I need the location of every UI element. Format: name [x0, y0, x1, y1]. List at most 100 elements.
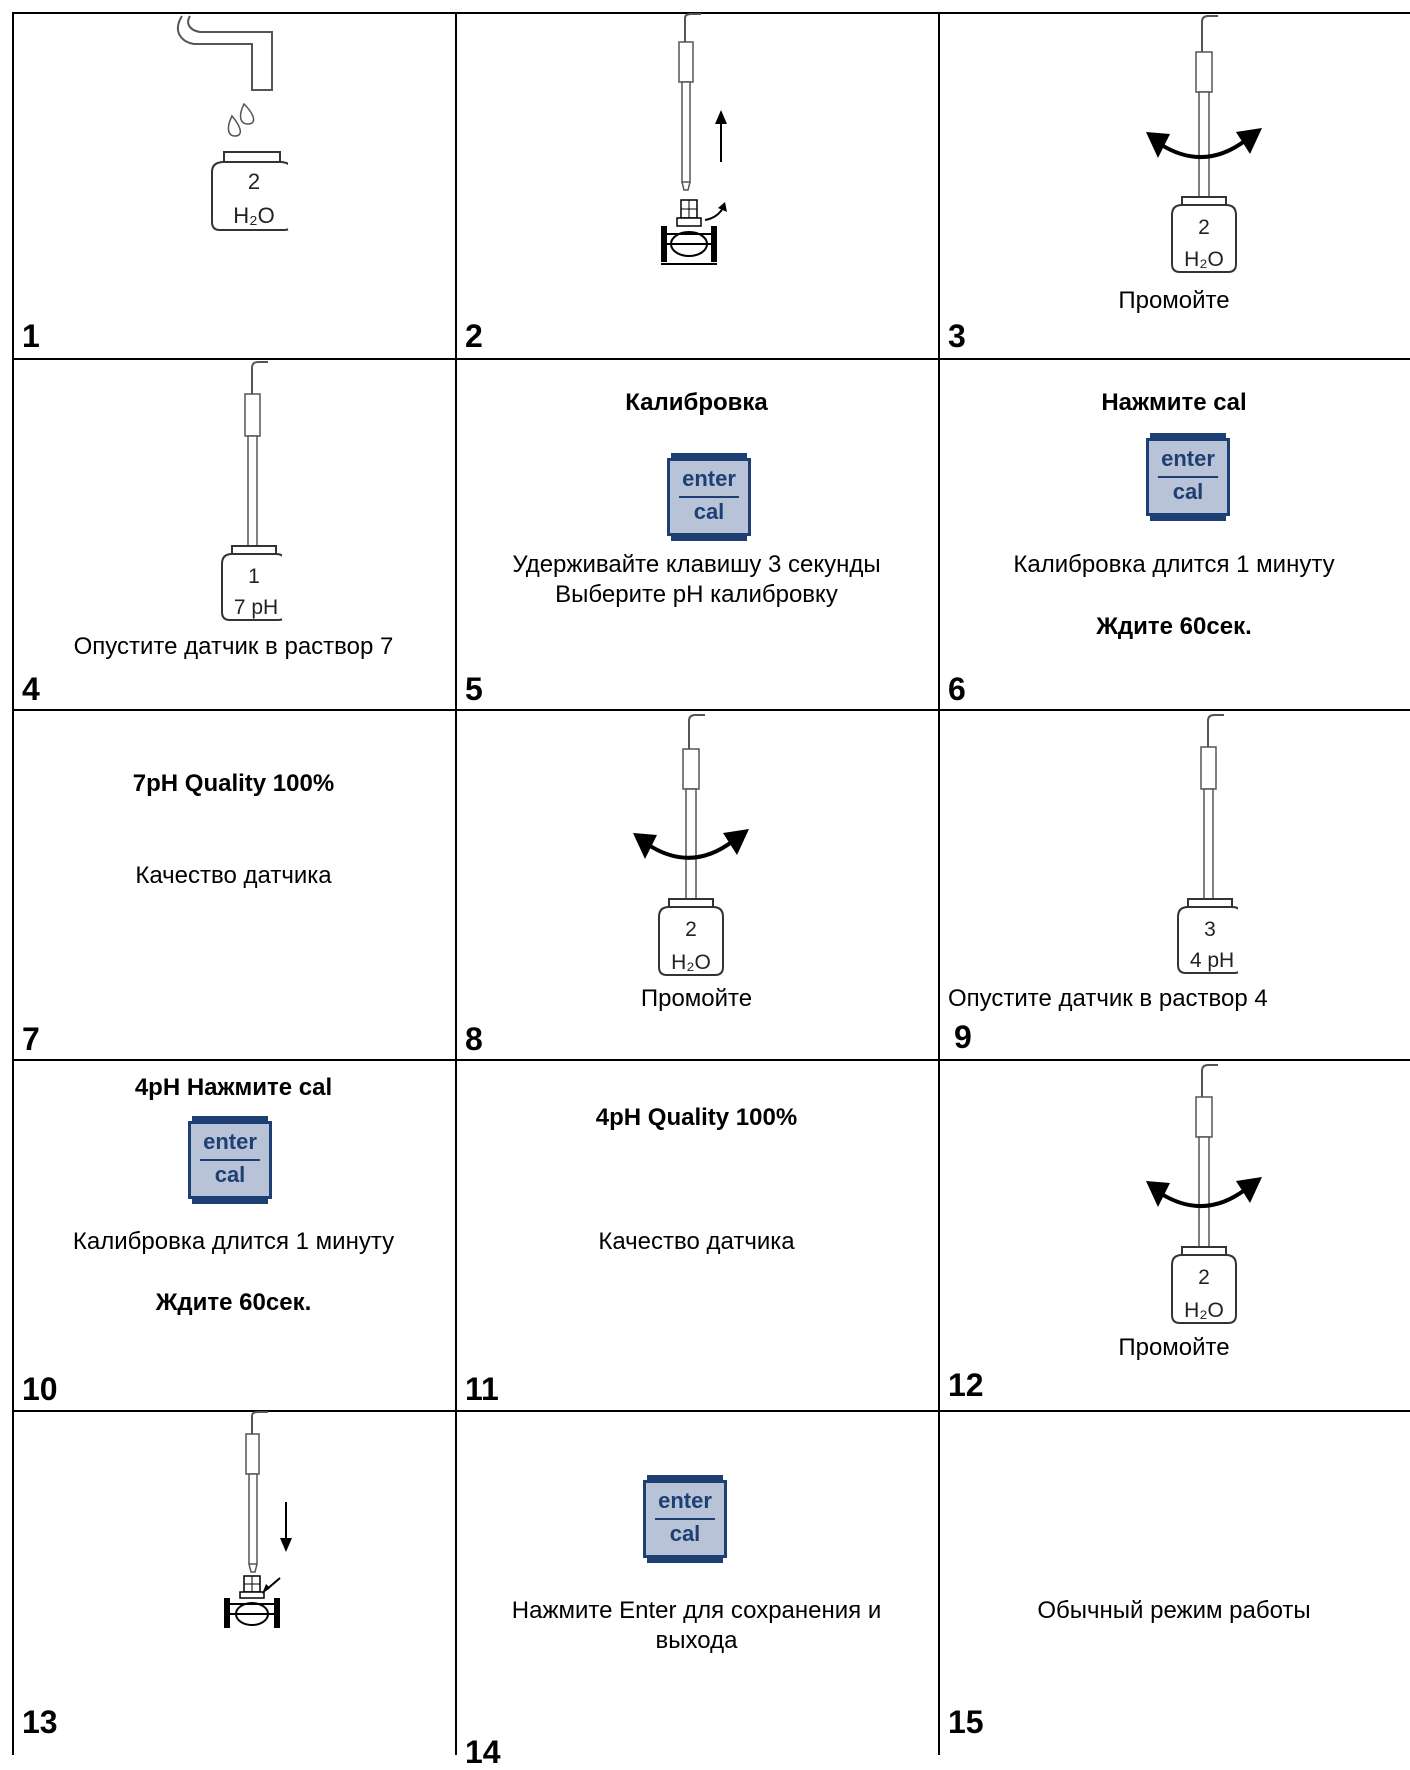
step-caption: Качество датчика	[598, 1228, 795, 1255]
probe-icon: 2 H₂O	[1146, 1064, 1262, 1324]
step-cell-8: 2 H₂O Промойте 8	[455, 709, 938, 1059]
probe-icon	[224, 1411, 292, 1628]
swirl-arrow-icon	[1146, 128, 1262, 159]
step-note: Ждите 60сек.	[155, 1289, 312, 1316]
calibration-steps-table: 2 H₂O 1	[12, 12, 1410, 1768]
step-number: 6	[948, 671, 966, 707]
step-caption-line1: Удерживайте клавишу 3 секунды	[512, 551, 881, 578]
bottle-number: 2	[1198, 216, 1210, 239]
table-border-left	[12, 12, 14, 1755]
step-caption-line2: Выберите pH калибровку	[555, 581, 838, 608]
pipe-clamp-icon	[224, 1575, 281, 1628]
step-number: 14	[465, 1734, 501, 1770]
step-caption: Качество датчика	[135, 862, 332, 889]
enter-cal-key-icon[interactable]: enter cal	[643, 1475, 727, 1563]
bottle-icon: 2 H₂O	[1171, 196, 1237, 273]
step-number: 5	[465, 671, 483, 707]
probe-icon: 1 7 pH	[221, 361, 292, 621]
bottle-icon: 2 H₂O	[658, 898, 724, 976]
key-bottom-label: cal	[693, 499, 725, 524]
table-border-top	[12, 12, 1410, 14]
key-top-label: enter	[682, 466, 736, 491]
step-number: 3	[948, 318, 966, 354]
key-top-label: enter	[658, 1488, 712, 1513]
bottle-icon: 2 H₂O	[1171, 1246, 1237, 1324]
step-number: 13	[22, 1704, 58, 1740]
up-arrow-icon	[715, 110, 727, 162]
probe-icon: 2 H₂O	[1146, 15, 1262, 273]
bottle-label: 7 pH	[234, 596, 278, 619]
step-title: 7pH Quality 100%	[132, 770, 335, 797]
step-title: 4pH Quality 100%	[595, 1104, 798, 1131]
step-number: 11	[465, 1371, 499, 1407]
step-number: 8	[465, 1021, 483, 1057]
key-top-label: enter	[1161, 446, 1215, 471]
swirl-arrow-icon	[633, 829, 749, 860]
column-divider	[938, 12, 940, 1755]
step-caption: Промойте	[1118, 1334, 1230, 1361]
step-number: 7	[22, 1021, 40, 1057]
step-number: 4	[22, 671, 40, 707]
bottle-icon: 3 4 pH	[1177, 898, 1248, 974]
step-cell-10: 4pH Нажмите cal enter cal Калибровка дли…	[12, 1059, 455, 1410]
bottle-number: 2	[248, 169, 260, 194]
step-caption: Опустите датчик в раствор 7	[73, 633, 394, 660]
bottle-icon: 1 7 pH	[221, 545, 292, 621]
bottle-number: 3	[1204, 918, 1216, 941]
step-note: Ждите 60сек.	[1096, 613, 1252, 640]
row-divider	[12, 1059, 1410, 1061]
step-cell-2: 2	[455, 12, 938, 358]
step-caption: Калибровка длится 1 минуту	[72, 1228, 395, 1255]
probe-icon: 3 4 pH	[1177, 714, 1248, 974]
key-top-label: enter	[203, 1129, 257, 1154]
step-cell-13: 13	[12, 1410, 455, 1755]
step-cell-5: Калибровка enter cal Удерживайте клавишу…	[455, 358, 938, 709]
pipe-clamp-icon	[661, 199, 727, 265]
step-caption: Обычный режим работы	[1037, 1597, 1311, 1624]
step-number: 12	[948, 1367, 984, 1403]
step-cell-7: 7pH Quality 100% Качество датчика 7	[12, 709, 455, 1059]
step-number: 2	[465, 318, 483, 354]
step-caption: Промойте	[640, 985, 753, 1012]
row-divider	[12, 1410, 1410, 1412]
bottle-label: H₂O	[233, 203, 275, 228]
row-divider	[12, 709, 1410, 711]
probe-icon: 2 H₂O	[633, 714, 749, 976]
step-number: 9	[954, 1019, 972, 1055]
step-title: Нажмите cal	[1101, 389, 1247, 416]
key-bottom-label: cal	[1172, 479, 1204, 504]
step-caption-line1: Нажмите Enter для сохранения и	[511, 1597, 882, 1624]
step-cell-14: enter cal Нажмите Enter для сохранения и…	[455, 1410, 938, 1768]
water-drop-icon	[239, 102, 255, 125]
enter-cal-key-icon[interactable]: enter cal	[188, 1116, 272, 1204]
bottle-number: 1	[248, 565, 260, 588]
step-number: 1	[22, 318, 40, 354]
enter-cal-key-icon[interactable]: enter cal	[667, 453, 751, 541]
key-bottom-label: cal	[669, 1521, 701, 1546]
water-drop-icon	[227, 114, 241, 137]
bottle-icon: 2 H₂O	[211, 151, 300, 231]
bottle-label: 4 pH	[1190, 949, 1234, 972]
enter-cal-key-icon[interactable]: enter cal	[1146, 433, 1230, 521]
step-cell-12: 2 H₂O Промойте 12	[938, 1059, 1410, 1410]
step-caption: Промойте	[1118, 287, 1230, 314]
step-title: Калибровка	[625, 389, 768, 416]
bottle-label: H₂O	[1184, 248, 1224, 271]
bottle-number: 2	[685, 918, 697, 941]
step-cell-1: 2 H₂O 1	[12, 12, 455, 358]
down-arrow-icon	[280, 1502, 292, 1552]
step-cell-3: 2 H₂O Промойте 3	[938, 12, 1410, 358]
bottle-label: H₂O	[1184, 1299, 1224, 1322]
step-cell-15: Обычный режим работы 15	[938, 1410, 1410, 1755]
step-number: 10	[22, 1371, 58, 1407]
faucet-icon: 2 H₂O	[176, 15, 300, 231]
swirl-arrow-icon	[1146, 1177, 1262, 1208]
step-title: 4pH Нажмите cal	[134, 1074, 333, 1101]
column-divider	[455, 12, 457, 1755]
probe-icon	[661, 13, 727, 265]
step-cell-11: 4pH Quality 100% Качество датчика 11	[455, 1059, 938, 1410]
step-caption-line2: выхода	[655, 1627, 738, 1654]
step-caption: Калибровка длится 1 минуту	[1013, 551, 1335, 578]
step-cell-4: 1 7 pH Опустите датчик в раствор 7 4	[12, 358, 455, 709]
step-number: 15	[948, 1704, 984, 1740]
